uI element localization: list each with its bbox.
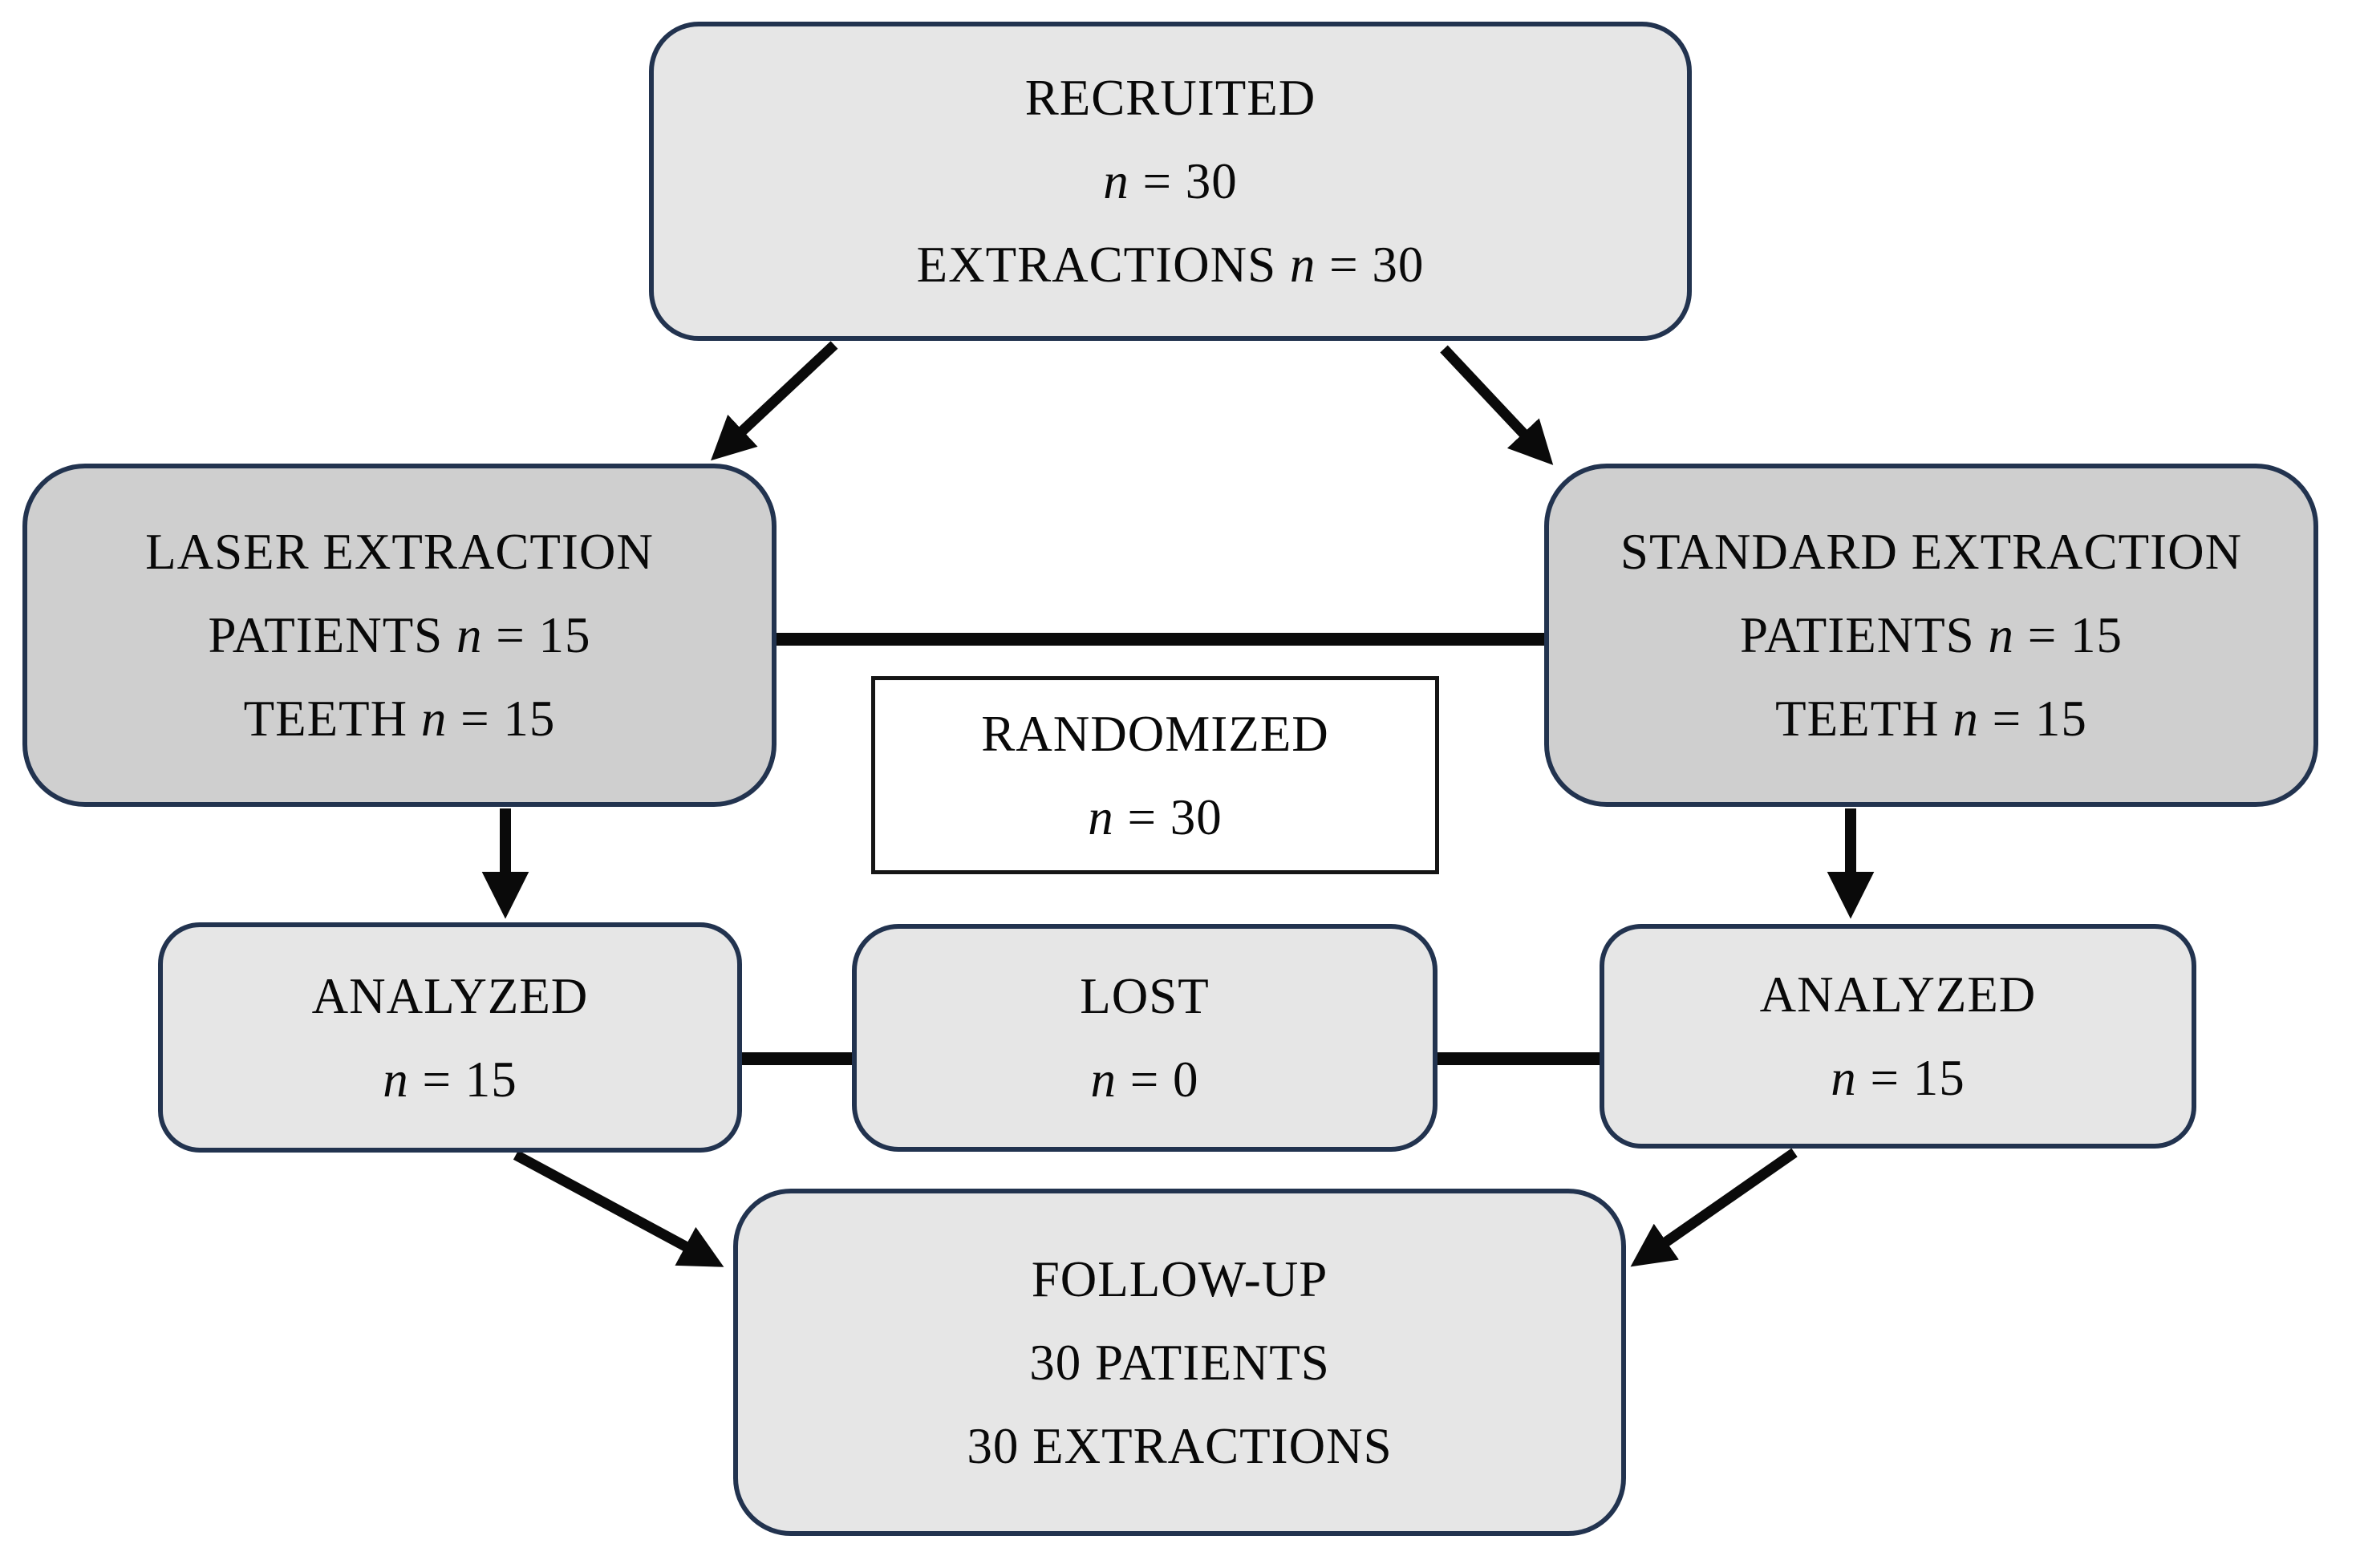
text-line: TEETH n = 15 (243, 691, 556, 747)
text-line: LASER EXTRACTION (145, 524, 654, 580)
text-line: FOLLOW-UP (1031, 1250, 1328, 1307)
arrow-analyzed-right-to-followup (1630, 1148, 1798, 1267)
node-followup: FOLLOW-UP 30 PATIENTS 30 EXTRACTIONS (733, 1189, 1626, 1536)
text-line: TEETH n = 15 (1775, 691, 2087, 747)
arrow-analyzed-left-to-followup (513, 1150, 724, 1267)
text-line: STANDARD EXTRACTION (1620, 524, 2243, 580)
text-line: n = 15 (1831, 1050, 1965, 1106)
text-line: 30 PATIENTS (1029, 1334, 1330, 1391)
text-line: PATIENTS n = 15 (1739, 607, 2123, 663)
node-recruited: RECRUITED n = 30 EXTRACTIONS n = 30 (649, 22, 1692, 341)
arrow-recruited-to-standard (1440, 345, 1554, 465)
text-line: ANALYZED (1759, 966, 2037, 1023)
arrow-recruited-to-laser (711, 341, 838, 461)
text-line: n = 15 (383, 1051, 517, 1108)
text-line: RANDOMIZED (981, 705, 1329, 762)
node-analyzed-laser: ANALYZED n = 15 (158, 922, 742, 1153)
text-line: n = 30 (1088, 788, 1223, 845)
node-analyzed-standard: ANALYZED n = 15 (1600, 924, 2196, 1149)
node-standard-extraction: STANDARD EXTRACTION PATIENTS n = 15 TEETH … (1544, 464, 2318, 807)
text-line: EXTRACTIONS n = 30 (916, 237, 1425, 293)
node-randomized: RANDOMIZED n = 30 (871, 676, 1439, 874)
text-line: LOST (1080, 968, 1210, 1024)
text-line: n = 30 (1103, 153, 1238, 209)
text-line: RECRUITED (1024, 70, 1316, 126)
text-line: 30 EXTRACTIONS (967, 1417, 1393, 1474)
node-lost: LOST n = 0 (852, 924, 1437, 1152)
text-line: PATIENTS n = 15 (208, 607, 591, 663)
text-line: n = 0 (1090, 1051, 1199, 1108)
text-line: ANALYZED (311, 967, 589, 1024)
node-laser-extraction: LASER EXTRACTION PATIENTS n = 15 TEETH n =… (22, 464, 777, 807)
